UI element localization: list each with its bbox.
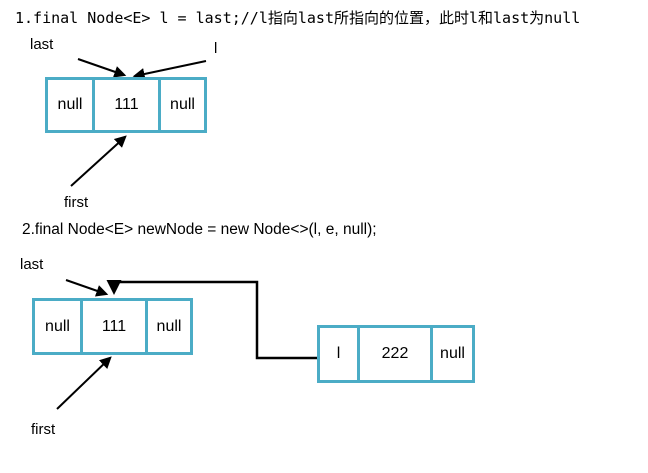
arrow-last-to-node-step2 xyxy=(65,279,109,297)
arrow-first-to-node-step1 xyxy=(70,135,127,187)
old-node-next-cell: null xyxy=(145,301,190,352)
new-node-value-cell: 222 xyxy=(357,328,430,380)
new-node-prev-cell: l xyxy=(336,345,341,362)
label-l-step1: l xyxy=(214,40,218,57)
arrow-l-to-node-step1 xyxy=(132,60,207,80)
node-step1-prev-cell: null xyxy=(57,96,83,113)
old-node-prev-cell: null xyxy=(45,317,70,335)
node-step1-value-cell: 111 xyxy=(92,80,158,130)
step1-code-text: 1.final Node<E> l = last;//l指向last所指向的位置… xyxy=(15,9,581,27)
label-last-step2: last xyxy=(20,256,44,273)
label-first-step2: first xyxy=(31,421,56,438)
arrow-last-to-node-step1 xyxy=(77,58,127,78)
old-node-step2: null 111 null xyxy=(32,298,193,355)
label-last-step1: last xyxy=(30,36,54,53)
step2-code-text: 2.final Node<E> newNode = new Node<>(l, … xyxy=(22,221,377,238)
new-node-next-cell: null xyxy=(430,328,472,380)
old-node-value-cell: 111 xyxy=(80,301,145,352)
label-first-step1: first xyxy=(64,194,89,211)
arrow-first-to-node-step2 xyxy=(56,356,112,410)
node-step1: null 111 null xyxy=(45,77,207,133)
new-node-step2: l 222 null xyxy=(317,325,475,383)
node-step1-next-cell: null xyxy=(158,80,204,130)
